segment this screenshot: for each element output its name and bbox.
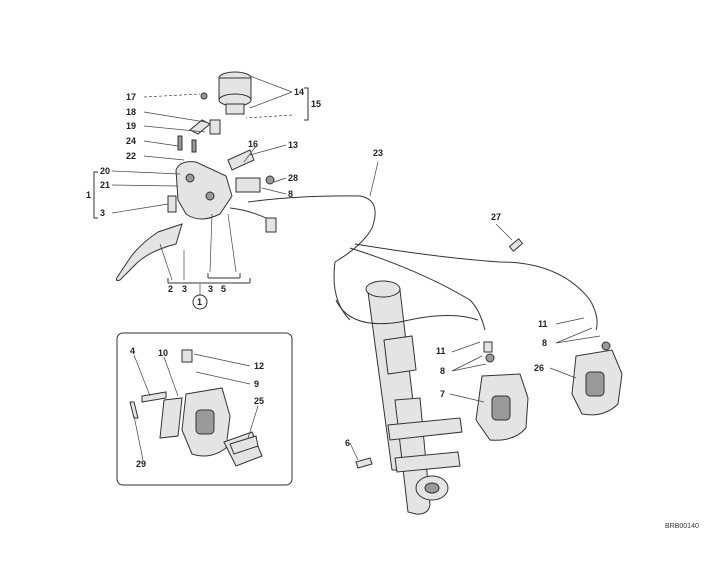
callout-24: 24 xyxy=(126,136,136,146)
callout-13: 13 xyxy=(288,140,298,150)
callout-25: 25 xyxy=(254,396,264,406)
drawing-code: BRB00140 xyxy=(665,523,699,530)
callout-23: 23 xyxy=(373,148,383,158)
callout-28: 28 xyxy=(288,173,298,183)
callout-20: 20 xyxy=(100,166,110,176)
hose-right-caliper xyxy=(354,243,598,331)
callout-29: 29 xyxy=(136,459,146,469)
inset-caliper xyxy=(159,349,231,457)
callout-19: 19 xyxy=(126,121,136,131)
callout-10: 10 xyxy=(158,348,168,358)
callout-3-lower: 3 xyxy=(208,284,213,294)
callout-8-top: 8 xyxy=(288,189,293,199)
callout-1: 1 xyxy=(86,190,91,200)
callout-18: 18 xyxy=(126,107,136,117)
brake-lever xyxy=(115,223,183,281)
hose-main xyxy=(247,195,376,321)
fork-leg xyxy=(365,280,463,515)
inset-detail-box xyxy=(116,332,293,486)
callout-16: 16 xyxy=(248,139,258,149)
left-caliper xyxy=(475,341,529,441)
callout-17: 17 xyxy=(126,92,136,102)
callout-21: 21 xyxy=(100,180,110,190)
callout-11-left: 11 xyxy=(436,346,446,356)
callout-27: 27 xyxy=(491,212,501,222)
callout-6: 6 xyxy=(345,438,350,448)
callout-ring xyxy=(192,294,208,310)
callout-12: 12 xyxy=(254,361,264,371)
callout-7: 7 xyxy=(440,389,445,399)
callout-8-left: 8 xyxy=(440,366,445,376)
callout-15: 15 xyxy=(311,99,321,109)
callout-9: 9 xyxy=(254,379,259,389)
callout-11-right: 11 xyxy=(538,319,548,329)
callout-5: 5 xyxy=(221,284,226,294)
callout-22: 22 xyxy=(126,151,136,161)
callout-14: 14 xyxy=(294,87,304,97)
callout-3-bottom: 3 xyxy=(182,284,187,294)
right-caliper xyxy=(571,341,623,416)
inset-brake-pads xyxy=(223,431,263,467)
callout-8-right: 8 xyxy=(542,338,547,348)
callout-ring-label: 1 xyxy=(197,297,202,307)
callout-4: 4 xyxy=(130,346,135,356)
callout-26: 26 xyxy=(534,363,544,373)
callout-2: 2 xyxy=(168,284,173,294)
master-cylinder-assembly xyxy=(167,71,275,220)
callout-3-left: 3 xyxy=(100,208,105,218)
hose-left-caliper xyxy=(349,247,486,331)
